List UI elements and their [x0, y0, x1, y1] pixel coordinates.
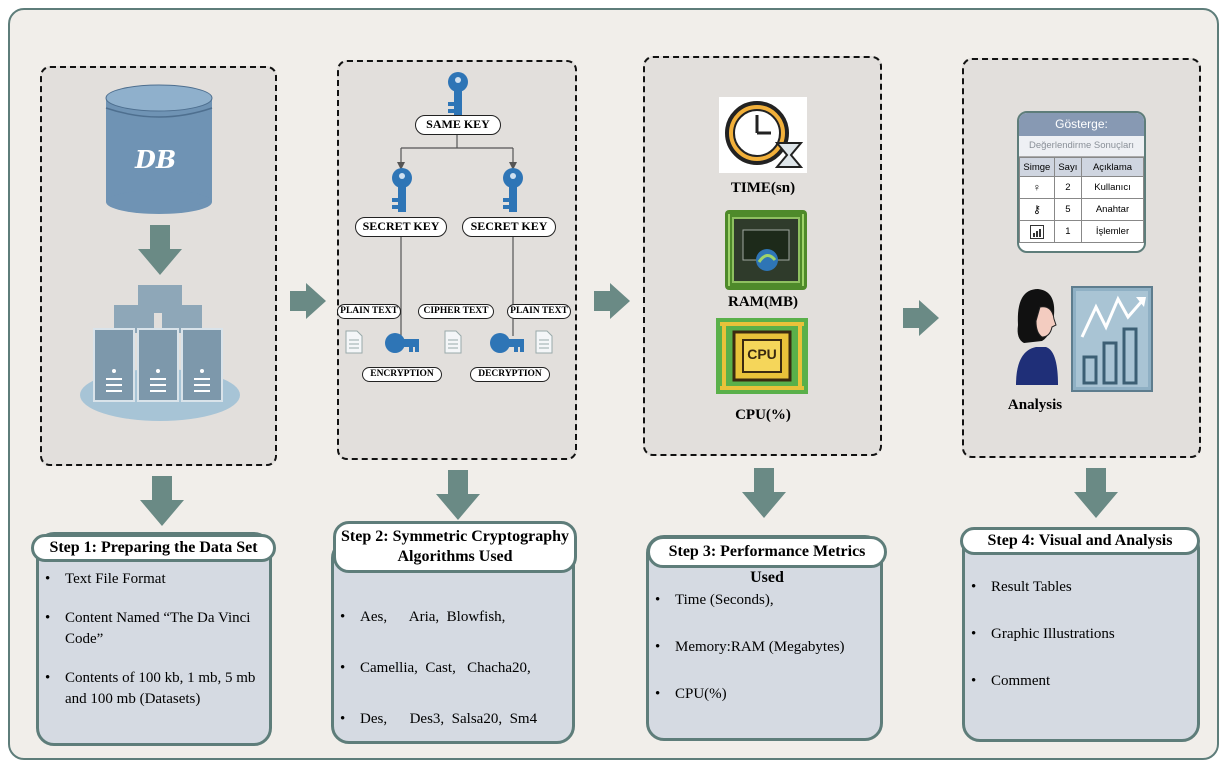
- step2-title: Step 2: Symmetric Cryptography Algorithm…: [333, 521, 577, 573]
- step4-title: Step 4: Visual and Analysis: [960, 527, 1200, 555]
- list-item: Result Tables: [965, 577, 1195, 598]
- analysis-chart-icon: [1071, 286, 1153, 392]
- server-cluster-icon: [80, 285, 240, 421]
- cpu-chip-icon: [716, 318, 808, 394]
- table-row: ⚷ 5 Anahtar: [1019, 198, 1144, 221]
- list-item: Des, Des3, Salsa20, Sm4: [334, 709, 572, 730]
- indicator-header: Sayı: [1053, 157, 1082, 177]
- analysis-label: Analysis: [1007, 397, 1063, 413]
- list-item: Comment: [965, 671, 1195, 692]
- arrow-down-icon: [742, 468, 786, 518]
- arrow-right-icon: [903, 300, 939, 336]
- step4-card: Result Tables Graphic Illustrations Comm…: [962, 530, 1200, 742]
- clock-hourglass-icon: [719, 97, 807, 173]
- secret-key-left-label: SECRET KEY: [355, 217, 447, 237]
- list-item: CPU(%): [649, 684, 879, 705]
- plain-text-right-label: PLAIN TEXT: [507, 304, 571, 319]
- indicator-header: Simge: [1019, 157, 1055, 177]
- arrow-down-icon: [1074, 468, 1118, 518]
- secret-key-right-label: SECRET KEY: [462, 217, 556, 237]
- crypto-connector-lines: [397, 134, 517, 336]
- list-item: Memory:RAM (Megabytes): [649, 637, 879, 658]
- list-item: Text File Format: [39, 569, 269, 590]
- arrow-right-icon: [594, 283, 630, 319]
- indicator-desc: Anahtar: [1080, 198, 1144, 221]
- step1-card: Text File Format Content Named “The Da V…: [36, 532, 272, 746]
- table-row: 1 İşlemler: [1019, 220, 1144, 243]
- chart-small-icon: [1019, 220, 1055, 243]
- key-icon: [392, 168, 412, 212]
- indicator-count: 2: [1053, 176, 1082, 199]
- step3-title: Step 3: Performance Metrics Used: [647, 536, 887, 586]
- ram-chip-icon: [725, 210, 807, 290]
- document-icon: [345, 330, 363, 354]
- same-key-label: SAME KEY: [415, 115, 501, 135]
- database-icon: [105, 84, 213, 214]
- arrow-down-icon: [140, 476, 184, 526]
- cpu-label: CPU(%): [735, 407, 791, 423]
- analyst-person-icon: [1016, 289, 1058, 385]
- step3-card: Time (Seconds), Memory:RAM (Megabytes) C…: [646, 535, 883, 741]
- list-item: Camellia, Cast, Chacha20,: [334, 658, 572, 679]
- user-icon: ♀: [1019, 176, 1055, 199]
- table-row: ♀ 2 Kullanıcı: [1019, 176, 1144, 199]
- list-item: Graphic Illustrations: [965, 624, 1195, 645]
- list-item: Aes, Aria, Blowfish,: [334, 607, 572, 628]
- key-icon: [503, 168, 523, 212]
- cpu-chip-text: CPU: [747, 346, 777, 362]
- cipher-text-label: CIPHER TEXT: [418, 304, 494, 319]
- indicator-header: Açıklama: [1080, 157, 1144, 177]
- indicator-desc: Kullanıcı: [1080, 176, 1144, 199]
- ram-label: RAM(MB): [728, 294, 798, 310]
- list-item: Content Named “The Da Vinci Code”: [39, 608, 269, 650]
- document-icon: [535, 330, 553, 354]
- arrow-down-icon: [138, 225, 182, 275]
- indicator-count: 5: [1053, 198, 1082, 221]
- document-icon: [444, 330, 462, 354]
- indicator-table: Gösterge: Değerlendirme Sonuçları Simge …: [1017, 111, 1146, 253]
- arrow-right-icon: [290, 283, 326, 319]
- plain-text-left-label: PLAIN TEXT: [337, 304, 401, 319]
- encryption-key-icon: [385, 333, 419, 353]
- time-label: TIME(sn): [730, 180, 796, 196]
- indicator-title: Gösterge:: [1019, 113, 1144, 136]
- step2-card: Aes, Aria, Blowfish, Camellia, Cast, Cha…: [331, 540, 575, 744]
- step1-title: Step 1: Preparing the Data Set: [31, 534, 276, 562]
- key-small-icon: ⚷: [1019, 198, 1055, 221]
- decryption-label: DECRYPTION: [470, 367, 550, 382]
- key-icon: [448, 72, 468, 116]
- indicator-count: 1: [1053, 220, 1082, 243]
- indicator-desc: İşlemler: [1080, 220, 1144, 243]
- indicator-subtitle: Değerlendirme Sonuçları: [1019, 136, 1144, 157]
- list-item: Contents of 100 kb, 1 mb, 5 mb and 100 m…: [39, 668, 269, 710]
- db-label: DB: [135, 145, 177, 174]
- list-item: Time (Seconds),: [649, 590, 879, 611]
- encryption-label: ENCRYPTION: [362, 367, 442, 382]
- decryption-key-icon: [490, 333, 524, 353]
- arrow-down-icon: [436, 470, 480, 520]
